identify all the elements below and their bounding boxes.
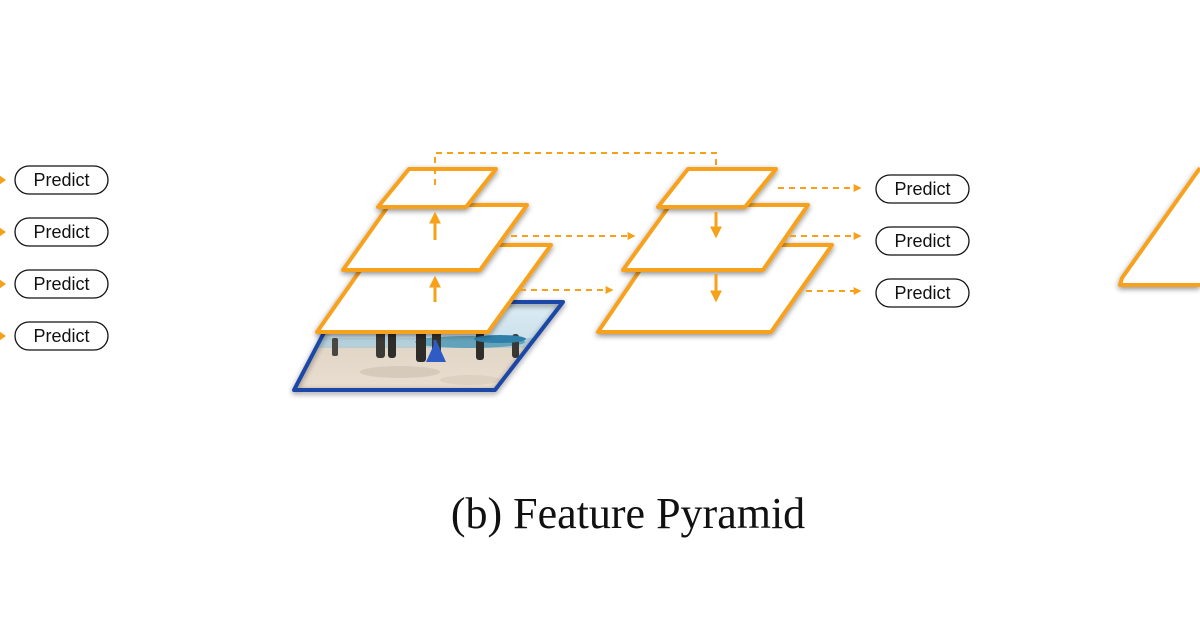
top-down-pyramid xyxy=(596,167,834,334)
predict-box xyxy=(875,174,970,204)
left-predict-row-4: Predict xyxy=(0,321,109,351)
predict-box xyxy=(14,217,109,247)
left-predict-row-1: Predict xyxy=(0,165,109,195)
predict-box xyxy=(14,321,109,351)
predict-label: Predict xyxy=(894,179,950,199)
left-predict-row-3: Predict xyxy=(0,269,109,299)
arrowhead-icon xyxy=(0,331,6,341)
partial-feature-map xyxy=(1118,166,1200,287)
predict-label: Predict xyxy=(894,231,950,251)
arrowhead-icon xyxy=(0,227,6,237)
predict-label: Predict xyxy=(33,326,89,346)
center-panel: Predict Predict Predict xyxy=(292,152,970,392)
right-panel xyxy=(1118,166,1200,287)
predict-box xyxy=(875,226,970,256)
left-panel: Predict Predict Predict Predict xyxy=(0,165,109,351)
predict-box xyxy=(14,165,109,195)
top-lateral-connection xyxy=(434,152,720,185)
output-map-level-3 xyxy=(656,167,778,209)
lateral-connections xyxy=(434,152,720,294)
bottom-up-pyramid xyxy=(315,167,553,362)
left-predict-row-2: Predict xyxy=(0,217,109,247)
feature-map-level-3 xyxy=(376,167,498,209)
predict-label: Predict xyxy=(894,283,950,303)
prediction-outputs: Predict Predict Predict xyxy=(778,174,970,308)
predict-label: Predict xyxy=(33,274,89,294)
arrowhead-icon xyxy=(0,175,6,185)
predict-label: Predict xyxy=(33,222,89,242)
arrowhead-icon xyxy=(0,279,6,289)
predict-box xyxy=(875,278,970,308)
predict-label: Predict xyxy=(33,170,89,190)
figure-caption: (b) Feature Pyramid xyxy=(450,489,806,538)
predict-box xyxy=(14,269,109,299)
